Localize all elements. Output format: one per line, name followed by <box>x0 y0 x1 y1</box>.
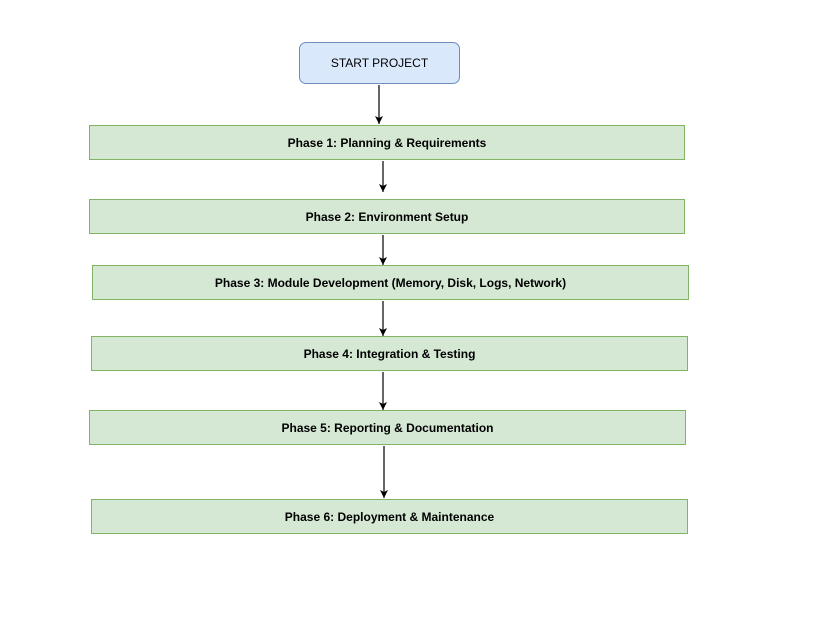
phase-5-label: Phase 5: Reporting & Documentation <box>281 420 494 435</box>
phase-3-label: Phase 3: Module Development (Memory, Dis… <box>214 275 567 290</box>
phase-2-label: Phase 2: Environment Setup <box>305 209 469 224</box>
phase-6-label: Phase 6: Deployment & Maintenance <box>284 509 495 524</box>
phase-1-label: Phase 1: Planning & Requirements <box>287 135 487 150</box>
phase-1-node: Phase 1: Planning & Requirements <box>89 125 685 160</box>
phase-2-node: Phase 2: Environment Setup <box>89 199 685 234</box>
start-project-label: START PROJECT <box>330 56 429 70</box>
phase-5-node: Phase 5: Reporting & Documentation <box>89 410 686 445</box>
phase-4-label: Phase 4: Integration & Testing <box>303 346 476 361</box>
phase-3-node: Phase 3: Module Development (Memory, Dis… <box>92 265 689 300</box>
phase-6-node: Phase 6: Deployment & Maintenance <box>91 499 688 534</box>
start-project-node: START PROJECT <box>299 42 460 84</box>
phase-4-node: Phase 4: Integration & Testing <box>91 336 688 371</box>
